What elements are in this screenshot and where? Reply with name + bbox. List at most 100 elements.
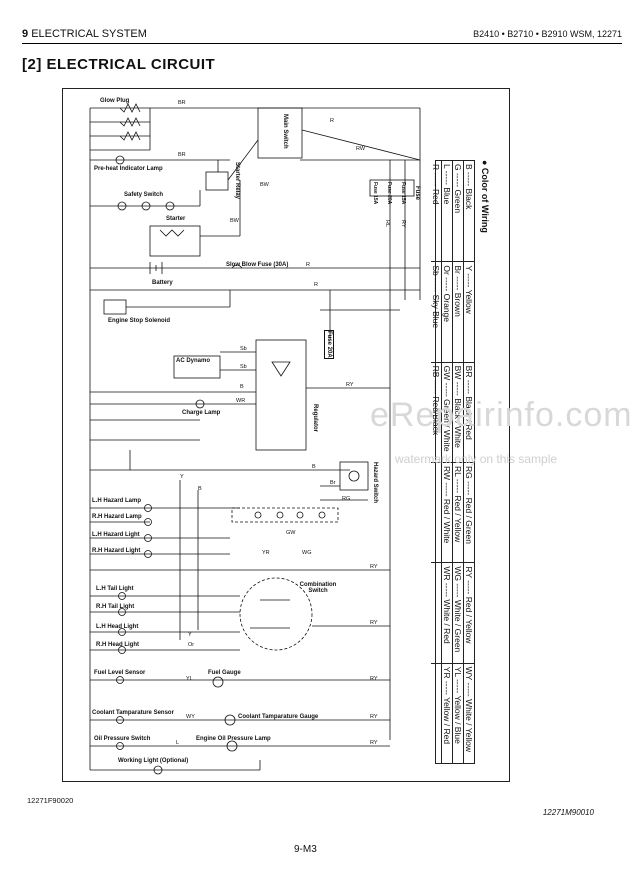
main-switch-label: Main Switch: [282, 114, 288, 149]
wire-label: RY: [370, 714, 378, 720]
color-table-cell: RY ----- Red / Yellow: [464, 566, 474, 644]
wire-label: RW: [356, 146, 366, 152]
color-table-cell: L ----- Blue: [442, 161, 453, 262]
color-table-cell: WY ----- White / Yellow: [464, 666, 474, 752]
wire-label: R: [314, 282, 318, 288]
color-table-cell: Sb ----- Sky Blue: [431, 262, 442, 362]
color-table-cell: RW ----- Red / White: [442, 463, 453, 563]
color-table-cell: Br ----- Brown: [453, 262, 464, 362]
wire-label: WY: [186, 714, 195, 720]
color-table-title: ● Color of Wiring: [480, 160, 490, 233]
watermark-note: watermark only on this sample: [395, 452, 558, 466]
wire-label: RY: [370, 620, 378, 626]
fuse-15a-2-label: Fuse 15A: [400, 182, 406, 205]
wire-label: YR: [262, 550, 270, 556]
fuse-box-label: Fuse: [414, 186, 420, 201]
section-title: ELECTRICAL SYSTEM: [31, 28, 147, 40]
oil-pressure-switch-label: Oil Pressure Switch: [94, 736, 151, 742]
wire-label: B: [198, 486, 202, 492]
color-table-cell: Y ----- Yellow: [464, 265, 474, 314]
lh-hazard-lamp-label: L.H Hazard Lamp: [92, 498, 142, 504]
rh-head-light-label: R.H Head Light: [96, 642, 139, 648]
wire-label: Or: [188, 642, 195, 648]
combination-switch-label: Combination Switch: [299, 582, 337, 594]
wire-label: B: [312, 464, 316, 470]
fuel-gauge-label: Fuel Gauge: [208, 670, 241, 676]
battery-label: Battery: [152, 280, 173, 286]
page-title: [2] ELECTRICAL CIRCUIT: [22, 56, 216, 73]
color-table-cell: [431, 563, 442, 663]
color-table-cell: G ----- Green: [453, 161, 464, 262]
page-number: 9-M3: [294, 844, 317, 855]
wire-label: WR: [236, 398, 246, 404]
color-table-cell: Or ----- Orange: [442, 262, 453, 362]
color-table-cell: RL ----- Red / Yellow: [453, 463, 464, 563]
section-header: 9 ELECTRICAL SYSTEM: [22, 28, 147, 40]
color-table-cell: YR ----- Yellow / Red: [442, 663, 453, 763]
wire-label: Sb: [240, 346, 247, 352]
diagram-frame: [62, 88, 510, 782]
wire-label: RY: [346, 382, 354, 388]
slow-blow-fuse-label: Slow Blow Fuse (30A): [226, 262, 289, 268]
wire-label: RY: [400, 220, 406, 228]
charge-lamp-label: Charge Lamp: [182, 410, 221, 416]
lh-tail-light-label: L.H Tail Light: [96, 586, 134, 592]
rh-hazard-light-label: R.H Hazard Light: [92, 548, 141, 554]
wire-label: B: [240, 384, 244, 390]
figure-id-left: 12271F90020: [27, 796, 74, 805]
color-table-cell: WG ----- White / Green: [453, 563, 464, 663]
coolant-sensor-label: Coolant Tamparature Sensor: [92, 710, 174, 716]
wire-label: BR: [178, 152, 186, 158]
header-rule: [22, 43, 622, 44]
hazard-switch-label: Hazard Switch: [372, 462, 378, 504]
wire-label: BR: [178, 100, 186, 106]
lh-head-light-label: L.H Head Light: [96, 624, 139, 630]
fuse-15a-1-label: Fuse 15A: [372, 182, 378, 205]
wire-label: Sb: [240, 364, 247, 370]
color-table-cell: YL ----- Yellow / Blue: [453, 663, 464, 763]
fuel-level-sensor-label: Fuel Level Sensor: [94, 670, 146, 676]
ac-dynamo-label: AC Dynamo: [176, 358, 211, 364]
section-number: 9: [22, 28, 29, 40]
working-light-label: Working Light (Optional): [118, 758, 189, 764]
wire-label: BW: [230, 218, 239, 224]
wire-label: RY: [370, 564, 378, 570]
starter-label: Starter: [166, 216, 186, 222]
glow-plug-label: Glow Plug: [100, 98, 130, 104]
wire-label: Y: [188, 632, 192, 638]
oil-pressure-lamp-label: Engine Oil Pressure Lamp: [196, 736, 271, 742]
watermark: eRepairinfo.com: [370, 396, 633, 434]
color-table-cell: WR ----- White / Red: [442, 563, 453, 663]
wire-label: Br: [330, 480, 336, 486]
coolant-gauge-label: Coolant Tamparature Gauge: [238, 714, 319, 720]
model-reference: B2410 • B2710 • B2910 WSM, 12271: [473, 29, 622, 39]
color-table-cell: [431, 463, 442, 563]
rh-tail-light-label: R.H Tail Light: [96, 604, 135, 610]
starter-relay-label: Starter Relay: [234, 162, 240, 200]
wire-label: RY: [370, 676, 378, 682]
figure-id-right: 12271M90010: [542, 808, 594, 817]
color-table-cell: R ----- Red: [431, 161, 442, 262]
rh-hazard-lamp-label: R.H Hazard Lamp: [92, 514, 142, 520]
wire-label: Y: [180, 474, 184, 480]
engine-stop-solenoid-label: Engine Stop Solenoid: [108, 318, 170, 324]
color-table-cell: RG ----- Red / Green: [464, 466, 474, 544]
wire-label: R: [306, 262, 310, 268]
fuse-20a-label: Fuse 20A: [324, 330, 334, 359]
regulator-label: Regulator: [312, 404, 318, 433]
color-table-cell: [431, 663, 442, 763]
wire-label: BW: [260, 182, 269, 188]
wire-label: L: [176, 740, 180, 746]
preheat-lamp-label: Pre-heat Indicator Lamp: [94, 166, 163, 172]
wire-label: WG: [302, 550, 312, 556]
fuse-20a-2-label: Fuse 20A: [386, 182, 392, 205]
wire-label: RY: [370, 740, 378, 746]
color-table-cell: B ----- Black: [464, 164, 474, 210]
wire-label: YL: [186, 676, 193, 682]
wire-label: R: [330, 118, 334, 124]
